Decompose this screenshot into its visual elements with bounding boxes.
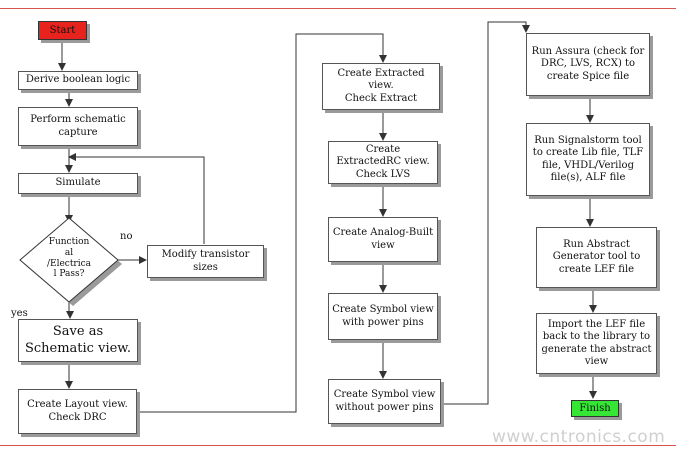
- save-schematic-box: Save as Schematic view.: [18, 319, 138, 362]
- layout-label: Create Layout view. Check DRC: [27, 399, 128, 423]
- bottom-rule: [0, 445, 676, 446]
- decision-diamond: [19, 217, 119, 303]
- start-label: Start: [49, 25, 76, 36]
- create-layout-box: Create Layout view. Check DRC: [18, 389, 137, 434]
- schematic-capture-box: Perform schematic capture: [18, 107, 138, 146]
- simulate-label: Simulate: [55, 177, 101, 189]
- create-extractedrc-box: Create ExtractedRC view. Check LVS: [328, 141, 438, 184]
- edge-label-yes: yes: [11, 308, 28, 319]
- finish-label: Finish: [579, 403, 611, 414]
- import-label: Import the LEF file back to the library …: [541, 318, 652, 368]
- finish-terminal: Finish: [571, 400, 619, 417]
- import-lef-box: Import the LEF file back to the library …: [536, 313, 657, 374]
- top-rule: [0, 8, 676, 9]
- edge-modify-loop: [68, 153, 205, 244]
- watermark: www.cntronics.com: [492, 427, 666, 447]
- derive-label: Derive boolean logic: [25, 74, 131, 86]
- modify-label: Modify transistor sizes: [161, 249, 250, 273]
- analog-label: Create Analog-Built view: [332, 227, 434, 251]
- extracted-label: Create Extracted view. Check Extract: [337, 67, 425, 104]
- run-abstract-box: Run Abstract Generator tool to create LE…: [536, 227, 657, 288]
- edge-label-no: no: [120, 231, 133, 242]
- schematic-label: Perform schematic capture: [30, 114, 126, 138]
- create-analog-built-box: Create Analog-Built view: [328, 217, 438, 262]
- save-label: Save as Schematic view.: [24, 324, 132, 356]
- symbol-nopower-label: Create Symbol view without power pins: [333, 389, 436, 413]
- decision-label: Function al /Electrica l Pass?: [46, 237, 92, 280]
- symbol-power-label: Create Symbol view with power pins: [332, 304, 434, 328]
- extractedrc-label: Create ExtractedRC view. Check LVS: [336, 143, 430, 180]
- edge-decision-save: [66, 302, 74, 319]
- abstract-label: Run Abstract Generator tool to create LE…: [552, 238, 641, 275]
- create-symbol-nopower-box: Create Symbol view without power pins: [328, 379, 441, 424]
- derive-boolean-logic-box: Derive boolean logic: [18, 71, 138, 90]
- edge-layout-extracted: [137, 33, 387, 413]
- create-symbol-power-box: Create Symbol view with power pins: [328, 293, 438, 340]
- create-extracted-box: Create Extracted view. Check Extract: [322, 63, 440, 110]
- run-signalstorm-box: Run Signalstorm tool to create Lib file,…: [526, 123, 650, 196]
- signalstorm-label: Run Signalstorm tool to create Lib file,…: [532, 134, 644, 184]
- modify-transistor-box: Modify transistor sizes: [147, 245, 264, 278]
- edge-nopower-assura: [441, 21, 530, 405]
- simulate-box: Simulate: [18, 173, 138, 194]
- run-assura-box: Run Assura (check for DRC, LVS, RCX) to …: [526, 33, 650, 96]
- start-terminal: Start: [38, 21, 87, 40]
- assura-label: Run Assura (check for DRC, LVS, RCX) to …: [531, 45, 645, 82]
